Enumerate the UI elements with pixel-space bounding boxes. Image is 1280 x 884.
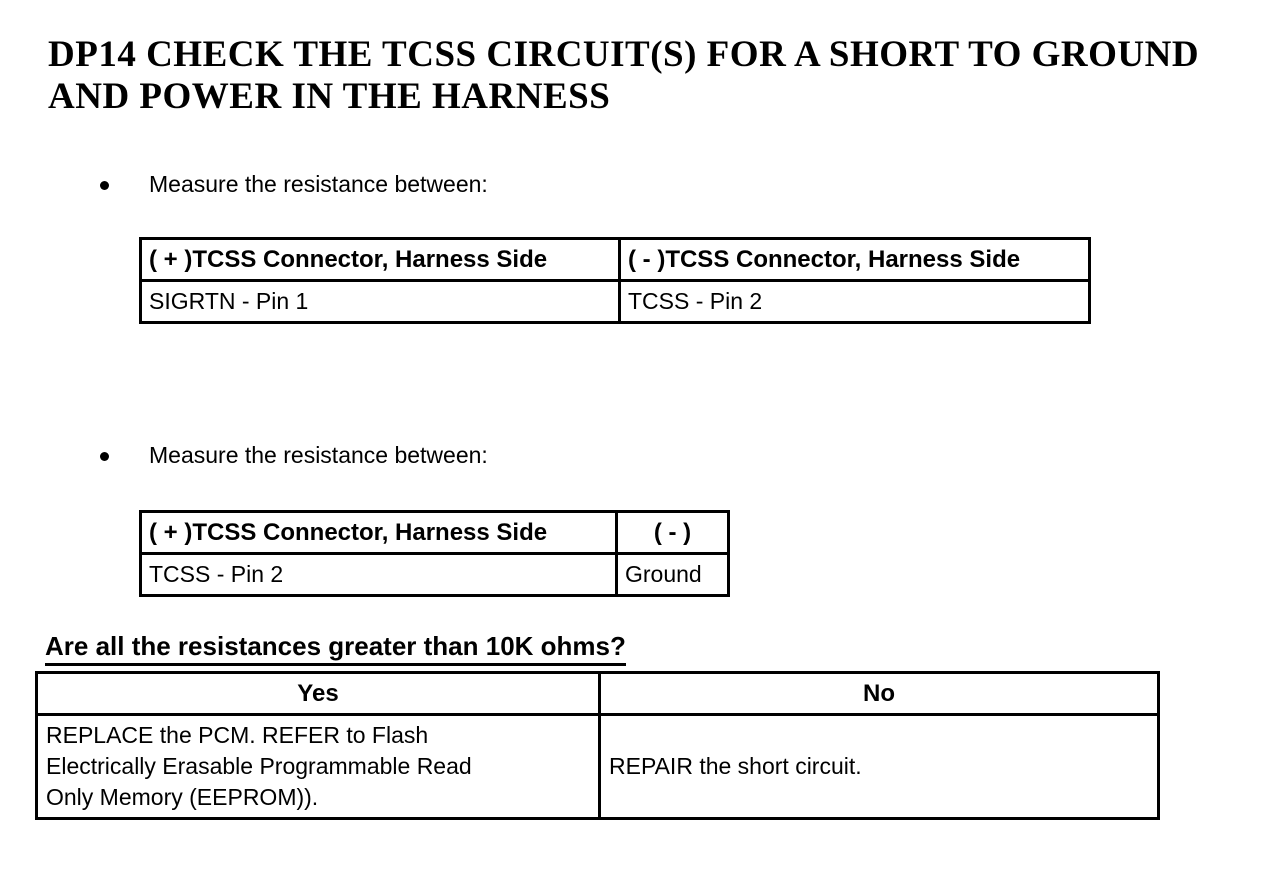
bullet-icon <box>100 452 109 461</box>
table-header-row: ( + )TCSS Connector, Harness Side ( - )T… <box>139 237 1091 282</box>
bullet-icon <box>100 181 109 190</box>
yes-action-line-1: REPLACE the PCM. REFER to Flash <box>46 722 429 748</box>
page-title-line-1: DP14 CHECK THE TCSS CIRCUIT(S) FOR A SHO… <box>48 34 1200 75</box>
instruction-text-1: Measure the resistance between: <box>149 171 488 197</box>
table2-header-negative: ( - ) <box>615 510 730 555</box>
table1-header-negative: ( - )TCSS Connector, Harness Side <box>618 237 1091 282</box>
decision-cell-yes-action: REPLACE the PCM. REFER to Flash Electric… <box>35 713 601 820</box>
table1-cell-negative: TCSS - Pin 2 <box>618 279 1091 324</box>
decision-header-row: Yes No <box>35 671 1160 716</box>
decision-cell-no-action: REPAIR the short circuit. <box>598 713 1160 820</box>
instruction-text-2: Measure the resistance between: <box>149 442 488 468</box>
table1-cell-positive: SIGRTN - Pin 1 <box>139 279 621 324</box>
question-text: Are all the resistances greater than 10K… <box>45 631 626 666</box>
table-row: SIGRTN - Pin 1 TCSS - Pin 2 <box>139 279 1091 324</box>
yes-action-line-2: Electrically Erasable Programmable Read <box>46 753 472 779</box>
decision-table: Yes No REPLACE the PCM. REFER to Flash E… <box>35 671 1160 820</box>
table-row: TCSS - Pin 2 Ground <box>139 552 730 597</box>
table2-header-positive: ( + )TCSS Connector, Harness Side <box>139 510 618 555</box>
decision-row: REPLACE the PCM. REFER to Flash Electric… <box>35 713 1160 820</box>
table2-cell-positive: TCSS - Pin 2 <box>139 552 618 597</box>
decision-header-yes: Yes <box>35 671 601 716</box>
yes-action-line-3: Only Memory (EEPROM)). <box>46 784 319 810</box>
decision-header-no: No <box>598 671 1160 716</box>
resistance-table-1: ( + )TCSS Connector, Harness Side ( - )T… <box>139 237 1091 324</box>
page-title-line-2: AND POWER IN THE HARNESS <box>48 76 611 117</box>
table2-cell-negative: Ground <box>615 552 730 597</box>
page-title: DP14 CHECK THE TCSS CIRCUIT(S) FOR A SHO… <box>48 34 1199 118</box>
question-underlined-text: Are all the resistances greater than 10K… <box>45 631 626 666</box>
table1-header-positive: ( + )TCSS Connector, Harness Side <box>139 237 621 282</box>
table-header-row: ( + )TCSS Connector, Harness Side ( - ) <box>139 510 730 555</box>
resistance-table-2: ( + )TCSS Connector, Harness Side ( - ) … <box>139 510 730 597</box>
